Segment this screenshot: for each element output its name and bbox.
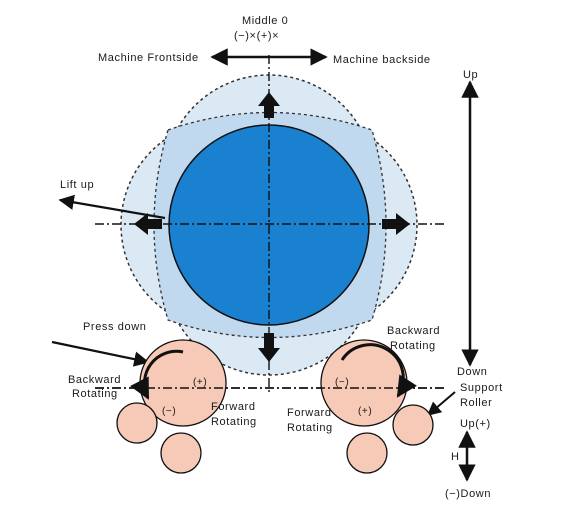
forward-rotating-right-line1: Forward — [287, 407, 332, 419]
middle-sub: (−)×(+)× — [234, 30, 279, 42]
right-support-roller-group — [320, 339, 434, 474]
middle-title: Middle 0 — [242, 15, 288, 27]
curved-arrow-icon — [130, 349, 184, 400]
up-plus-label: Up(+) — [460, 418, 491, 430]
backward-rotating-right-line2: Rotating — [390, 340, 436, 352]
forward-rotating-right-line2: Rotating — [287, 422, 333, 434]
direction-arrows — [134, 92, 410, 362]
arrow-right-icon — [382, 213, 410, 235]
forward-rotating-left-line1: Forward — [211, 401, 256, 413]
down-label: Down — [457, 366, 488, 378]
backward-rotating-left-line1: Backward — [68, 374, 121, 386]
left-small-roller-left — [116, 402, 158, 444]
left-small-roller-bottom — [160, 432, 202, 474]
arrow-left-icon — [134, 213, 162, 235]
minus-left: (−) — [162, 406, 176, 417]
lift-up-label: Lift up — [60, 179, 94, 191]
right-small-roller-right — [392, 404, 434, 446]
plus-right: (+) — [358, 406, 372, 417]
left-support-roller-group — [116, 339, 227, 474]
right-small-roller-bottom — [346, 432, 388, 474]
press-down-label: Press down — [83, 321, 146, 333]
press-down-arrow — [51, 340, 150, 367]
minus-down-label: (−)Down — [445, 488, 491, 500]
support-roller-line1: Support — [460, 382, 503, 394]
backward-rotating-right-line1: Backward — [387, 325, 440, 337]
h-label: H — [451, 451, 460, 463]
lift-up-arrow — [58, 194, 166, 220]
curved-arrow-icon — [340, 343, 418, 398]
up-label: Up — [463, 69, 478, 81]
arrow-up-icon — [258, 92, 280, 118]
support-roller-line2: Roller — [460, 397, 492, 409]
front-label: Machine Frontside — [98, 52, 199, 64]
backward-rotating-left-line2: Rotating — [72, 388, 118, 400]
plus-left: (+) — [193, 377, 207, 388]
minus-right: (−) — [335, 377, 349, 388]
forward-rotating-left-line2: Rotating — [211, 416, 257, 428]
back-label: Machine backside — [333, 54, 431, 66]
support-roller-pointer — [426, 391, 456, 416]
arrow-down-icon — [258, 333, 280, 362]
